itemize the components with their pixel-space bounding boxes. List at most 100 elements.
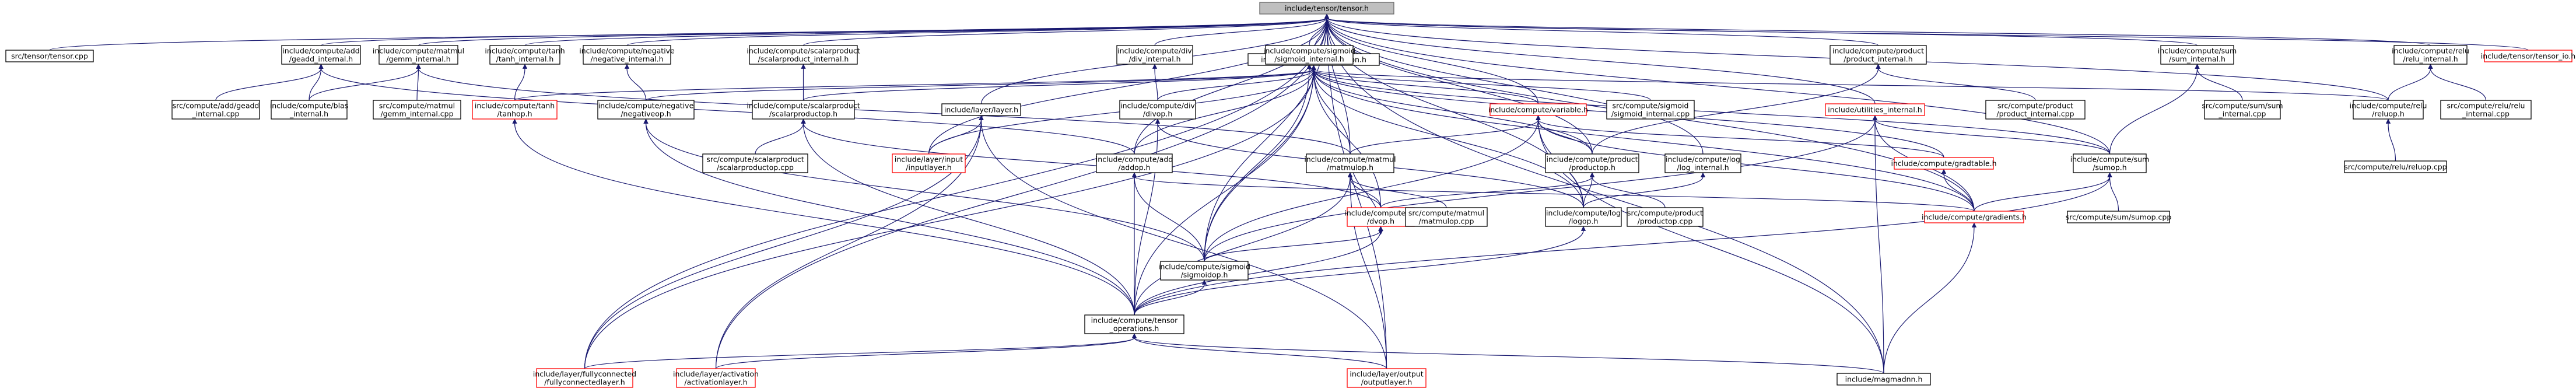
- node-label: include/compute/tanh: [485, 47, 565, 55]
- node-label: include/compute/tensor: [1091, 316, 1179, 325]
- node-utilities[interactable]: include/utilities_internal.h: [1825, 103, 1925, 116]
- node-divop[interactable]: include/compute/div/divop.h: [1119, 100, 1196, 120]
- edge-fclayer-to-operation: [584, 65, 1316, 369]
- node-tensor_ops[interactable]: include/compute/tensor_operations.h: [1084, 314, 1184, 334]
- node-sig_cpp[interactable]: src/compute/sigmoid/sigmoid_internal.cpp: [1606, 100, 1695, 120]
- node-box: [489, 45, 560, 65]
- node-log_int[interactable]: include/compute/log/log_internal.h: [1664, 153, 1741, 173]
- node-box: [5, 50, 94, 62]
- edge-sum_cpp-to-sum_int: [2195, 64, 2243, 101]
- edge-sigmoidop-to-utilities: [1204, 115, 1878, 262]
- node-relu_int[interactable]: include/compute/relu/relu_internal.h: [2392, 45, 2469, 65]
- node-label: /outputlayer.h: [1361, 378, 1413, 387]
- node-addop[interactable]: include/compute/add/addop.h: [1096, 153, 1173, 173]
- node-label: include/compute/sum: [2158, 47, 2237, 55]
- node-label: /geadd_internal.h: [289, 55, 353, 64]
- edge-sigmoidop-to-dvop: [1204, 226, 1383, 262]
- edge-sigmoidop-to-operation: [1204, 65, 1316, 262]
- node-tensor_io[interactable]: include/tensor/tensor_io.h: [2481, 50, 2575, 62]
- node-label: include/compute/sum: [2070, 155, 2149, 164]
- node-productop[interactable]: include/compute/product/productop.h: [1545, 153, 1639, 173]
- edge-relu_int-to-root: [1324, 13, 2431, 46]
- node-label: include/compute/relu: [2392, 47, 2469, 55]
- node-label: include/compute/scalarproduct: [746, 102, 860, 110]
- node-sumop_cpp[interactable]: src/compute/sum/sumop.cpp: [2066, 211, 2172, 223]
- node-root[interactable]: include/tensor/tensor.h: [1259, 2, 1394, 15]
- node-prod_cpp[interactable]: src/compute/product/product_internal.cpp: [1985, 100, 2086, 120]
- node-box: [1924, 211, 2024, 223]
- node-tanhop[interactable]: include/compute/tanh/tanhop.h: [472, 100, 558, 120]
- node-tanh_int[interactable]: include/compute/tanh/tanh_internal.h: [485, 45, 565, 65]
- node-variable[interactable]: include/compute/variable.h: [1488, 103, 1588, 116]
- node-div_int[interactable]: include/compute/div/div_internal.h: [1116, 45, 1193, 65]
- node-reluop_cpp[interactable]: src/compute/relu/reluop.cpp: [2344, 160, 2447, 173]
- edge-tensor_ops-to-scalop: [801, 118, 1135, 316]
- node-label: /scalarproduct_internal.h: [758, 55, 849, 64]
- node-label: /tanh_internal.h: [496, 55, 554, 64]
- node-scal_cpp[interactable]: src/compute/scalarproduct/scalarproducto…: [702, 153, 808, 173]
- edge-sumop-to-operation: [1311, 65, 2111, 155]
- node-sigmoidop[interactable]: include/compute/sigmoid/sigmoidop.h: [1158, 261, 1250, 281]
- node-scalop[interactable]: include/compute/scalarproduct/scalarprod…: [746, 100, 860, 120]
- edge-negop-to-operation: [645, 65, 1316, 101]
- node-sumop[interactable]: include/compute/sum/sumop.h: [2070, 153, 2149, 173]
- node-matmulop_cpp[interactable]: src/compute/matmul/matmulop.cpp: [1405, 207, 1488, 227]
- node-label: include/magmadnn.h: [1845, 375, 1923, 384]
- node-label: include/tensor/tensor.h: [1285, 4, 1369, 13]
- node-gradtable[interactable]: include/compute/gradtable.h: [1891, 157, 1997, 170]
- edge-gradtable-to-variable: [1536, 115, 1944, 158]
- edge-tanhop-to-tanh_int: [514, 64, 528, 101]
- edge-utilities-to-root: [1324, 13, 1876, 104]
- node-add_int[interactable]: include/compute/add/geadd_internal.h: [281, 45, 361, 65]
- node-gradients[interactable]: include/compute/gradients.h: [1922, 211, 2027, 223]
- node-box: [597, 100, 695, 120]
- node-layer[interactable]: include/layer/layer.h: [941, 103, 1021, 116]
- node-box: [171, 100, 260, 120]
- node-fclayer[interactable]: include/layer/fullyconnected/fullyconnec…: [533, 368, 636, 388]
- node-sum_int[interactable]: include/compute/sum/sum_internal.h: [2158, 45, 2237, 65]
- node-box: [1545, 153, 1639, 173]
- node-sum_cpp[interactable]: src/compute/sum/sum_internal.cpp: [2202, 100, 2283, 120]
- node-prod_int[interactable]: include/compute/product/product_internal…: [1830, 45, 1927, 65]
- node-label: /matmulop.h: [1327, 163, 1373, 172]
- node-box: [378, 45, 458, 65]
- node-sig_int[interactable]: include/compute/sigmoid/sigmoid_internal…: [1263, 45, 1355, 65]
- node-matmul_int[interactable]: include/compute/matmul/gemm_internal.h: [373, 45, 464, 65]
- node-label: src/compute/matmul: [379, 102, 455, 110]
- edge-sigmoidop-to-negop: [643, 118, 1205, 262]
- edge-logop-to-productop: [1583, 172, 1595, 208]
- node-gemm_cpp[interactable]: src/compute/matmul/gemm_internal.cpp: [373, 100, 461, 120]
- node-relu_cpp[interactable]: src/compute/relu/relu_internal.cpp: [2440, 100, 2532, 120]
- edge-relu_cpp-to-relu_int: [2428, 64, 2487, 101]
- node-label: /addop.h: [1118, 163, 1150, 172]
- node-blas[interactable]: include/compute/blas_internal.h: [270, 100, 348, 120]
- node-scal_int[interactable]: include/compute/scalarproduct/scalarprod…: [746, 45, 860, 65]
- node-label: include/compute/gradtable.h: [1891, 159, 1996, 168]
- node-neg_int[interactable]: include/compute/negative/negative_intern…: [579, 45, 675, 65]
- edge-scalop-to-operation: [802, 65, 1316, 101]
- node-label: /sumop.h: [2093, 163, 2126, 172]
- edge-magmadnn-to-gradients: [1883, 222, 1977, 374]
- node-magmadnn[interactable]: include/magmadnn.h: [1837, 373, 1931, 386]
- edge-productop-to-variable: [1536, 115, 1593, 155]
- edge-tensor_ops-to-logop: [1134, 226, 1586, 316]
- node-logop[interactable]: include/compute/log/logop.h: [1545, 207, 1622, 227]
- node-box: [1606, 100, 1695, 120]
- node-box: [702, 153, 808, 173]
- node-label: include/compute/div: [1120, 102, 1195, 110]
- edge-dvop-to-productop: [1380, 172, 1595, 208]
- edge-sigmoidop-to-variable: [1204, 115, 1541, 262]
- node-reluop[interactable]: include/compute/relu/reluop.h: [2350, 100, 2427, 120]
- node-layer: include/tensor/tensor.h src/tensor/tensor…: [5, 2, 2575, 388]
- node-negop[interactable]: include/compute/negative/negativeop.h: [597, 100, 695, 120]
- node-label: include/compute/negative: [579, 47, 675, 55]
- node-box: [1627, 207, 1704, 227]
- node-inputlayer[interactable]: include/layer/input/inputlayer.h: [892, 153, 966, 173]
- node-tensorcpp[interactable]: src/tensor/tensor.cpp: [5, 50, 94, 62]
- node-productop_cpp[interactable]: src/compute/product/productop.cpp: [1627, 207, 1704, 227]
- node-matmulop[interactable]: include/compute/matmul/matmulop.h: [1304, 153, 1396, 173]
- edge-tensor_ops-to-sigmoidop: [1134, 279, 1207, 316]
- node-outlayer[interactable]: include/layer/output/outputlayer.h: [1347, 368, 1427, 388]
- node-actlayer[interactable]: include/layer/activation/activationlayer…: [673, 368, 759, 388]
- node-geadd_cpp[interactable]: src/compute/add/geadd_internal.cpp: [171, 100, 260, 120]
